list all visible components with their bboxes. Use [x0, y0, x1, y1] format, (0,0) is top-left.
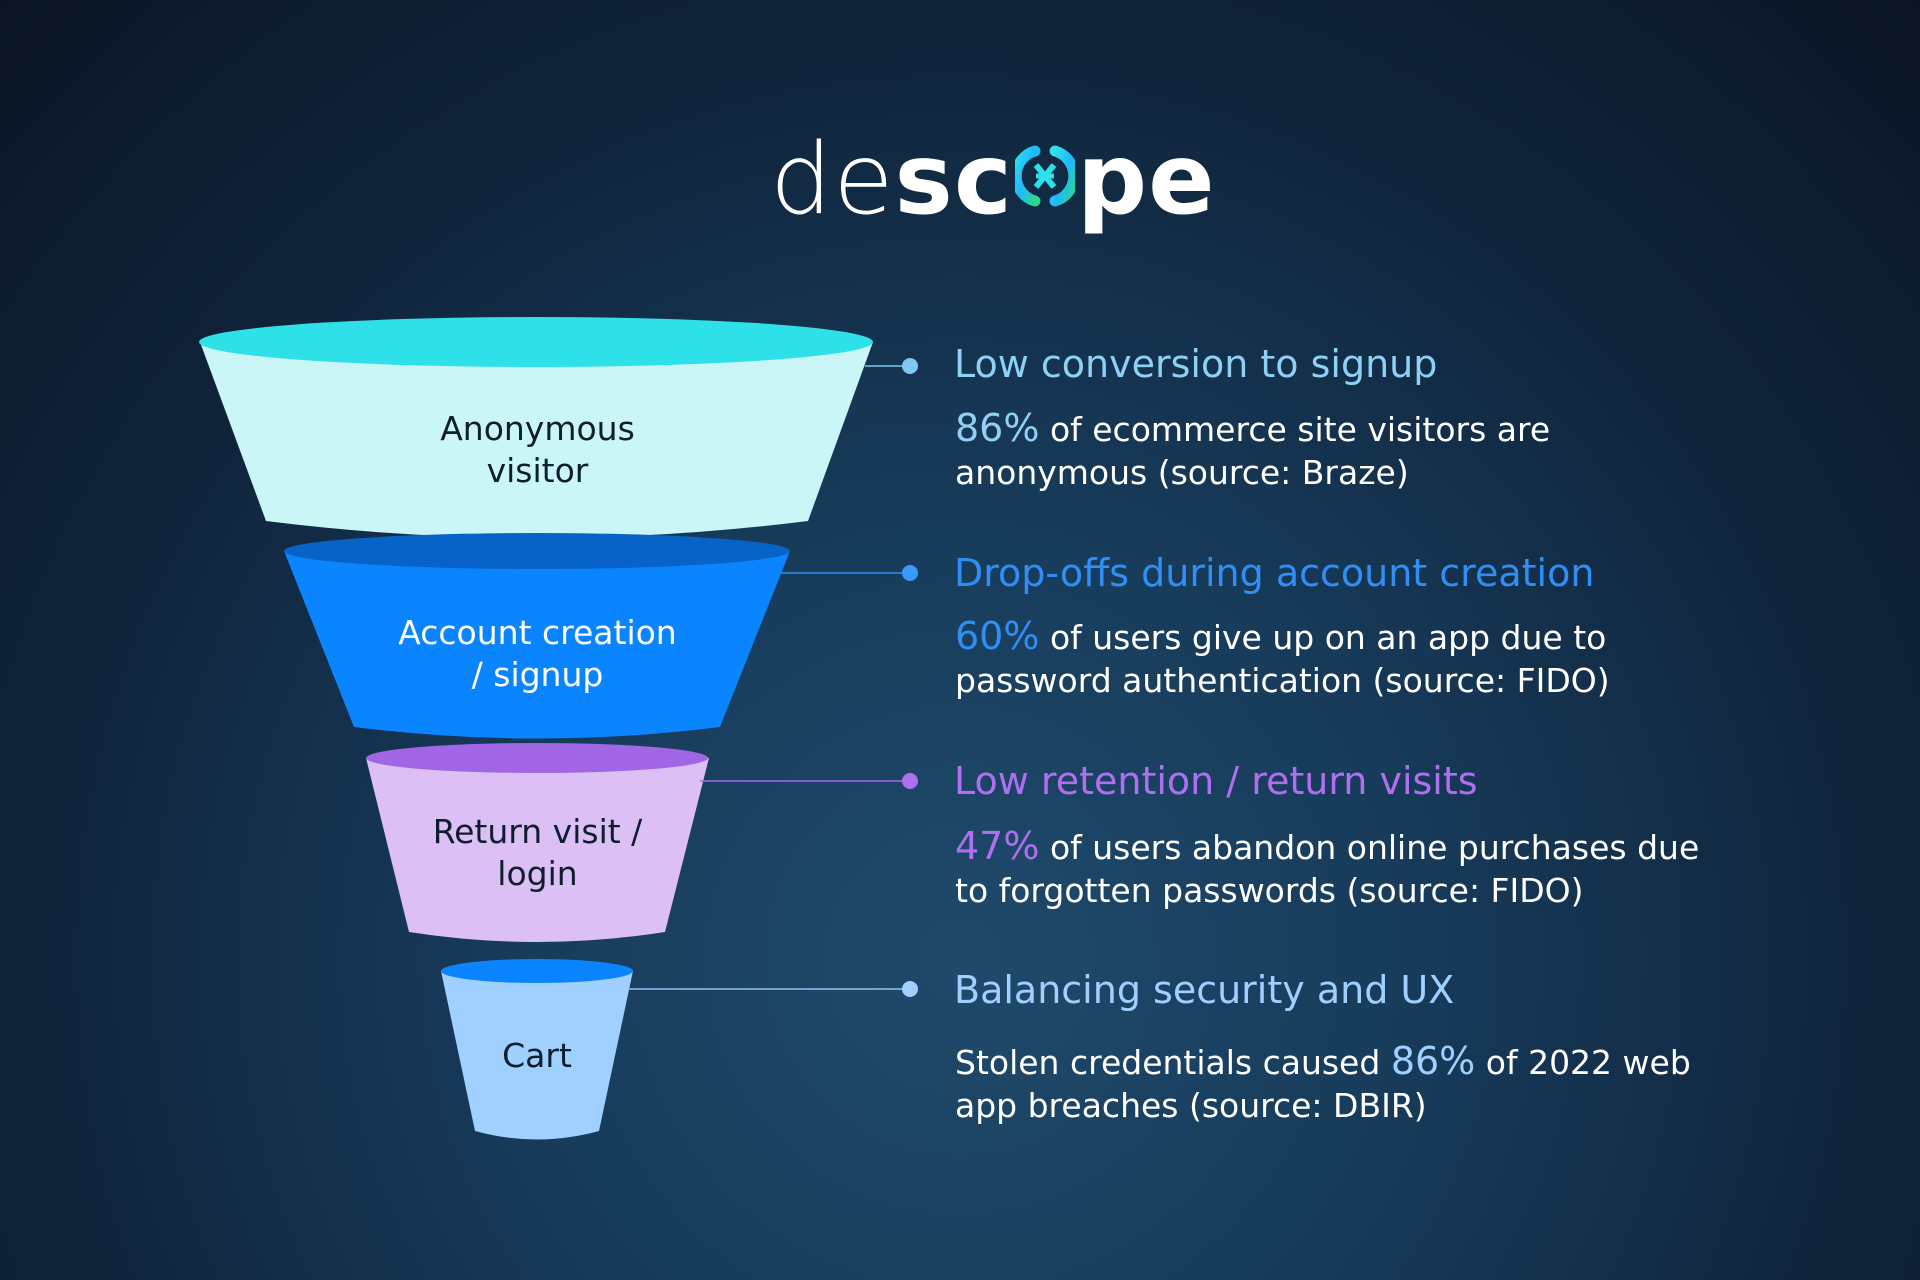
stage-label-line: Cart — [502, 1036, 572, 1075]
logo-text-de: de — [770, 123, 895, 237]
stat-percent: 47% — [955, 824, 1040, 868]
stat-desc-text: of users give up on an app due to passwo… — [955, 618, 1610, 700]
stat-desc-text: of users abandon online purchases due to… — [955, 828, 1700, 910]
stage-label-anonymous: Anonymous visitor — [380, 408, 695, 492]
stat-desc-text: of ecommerce site visitors are anonymous… — [955, 410, 1551, 492]
stat-title-dropoffs: Drop-offs during account creation — [954, 551, 1595, 595]
stat-desc-conversion: 86% of ecommerce site visitors are anony… — [955, 407, 1735, 494]
stat-desc-security: Stolen credentials caused 86% of 2022 we… — [955, 1040, 1735, 1127]
funnel-stage-cart — [441, 959, 633, 1140]
connector-4 — [628, 981, 918, 997]
logo-text-sc: sc — [894, 123, 1013, 237]
stat-title-security: Balancing security and UX — [954, 968, 1455, 1012]
stat-desc-text: of 2022 web app breaches (source: DBIR) — [955, 1043, 1691, 1125]
stage-label-account: Account creation / signup — [360, 612, 715, 696]
logo-text-pe: pe — [1076, 123, 1216, 237]
stage-label-return: Return visit / login — [400, 811, 675, 895]
funnel-stage-return — [366, 743, 709, 942]
funnel-stage-anonymous — [199, 317, 873, 538]
connector-3 — [700, 773, 918, 789]
stage-label-line: Anonymous — [440, 409, 635, 448]
funnel-stage-account — [284, 533, 790, 739]
stage-label-line: Return visit / — [432, 812, 643, 851]
stage-label-line: login — [497, 854, 578, 893]
stage-label-line: visitor — [486, 451, 589, 490]
connector-1 — [865, 358, 918, 374]
stat-desc-retention: 47% of users abandon online purchases du… — [955, 825, 1735, 912]
stat-percent: 86% — [955, 406, 1040, 450]
descope-logo: de sc pe — [770, 125, 1216, 235]
stat-desc-text: Stolen credentials caused — [955, 1043, 1391, 1082]
connector-2 — [780, 565, 918, 581]
stat-percent: 86% — [1390, 1039, 1476, 1083]
stat-percent: 60% — [955, 614, 1040, 658]
stat-desc-dropoffs: 60% of users give up on an app due to pa… — [955, 615, 1735, 702]
stage-label-line: Account creation — [398, 613, 677, 652]
stat-title-retention: Low retention / return visits — [954, 759, 1478, 803]
stage-label-line: / signup — [471, 655, 604, 694]
stat-title-conversion: Low conversion to signup — [954, 342, 1438, 386]
stage-label-cart: Cart — [437, 1035, 637, 1077]
descope-o-icon — [1010, 125, 1080, 207]
